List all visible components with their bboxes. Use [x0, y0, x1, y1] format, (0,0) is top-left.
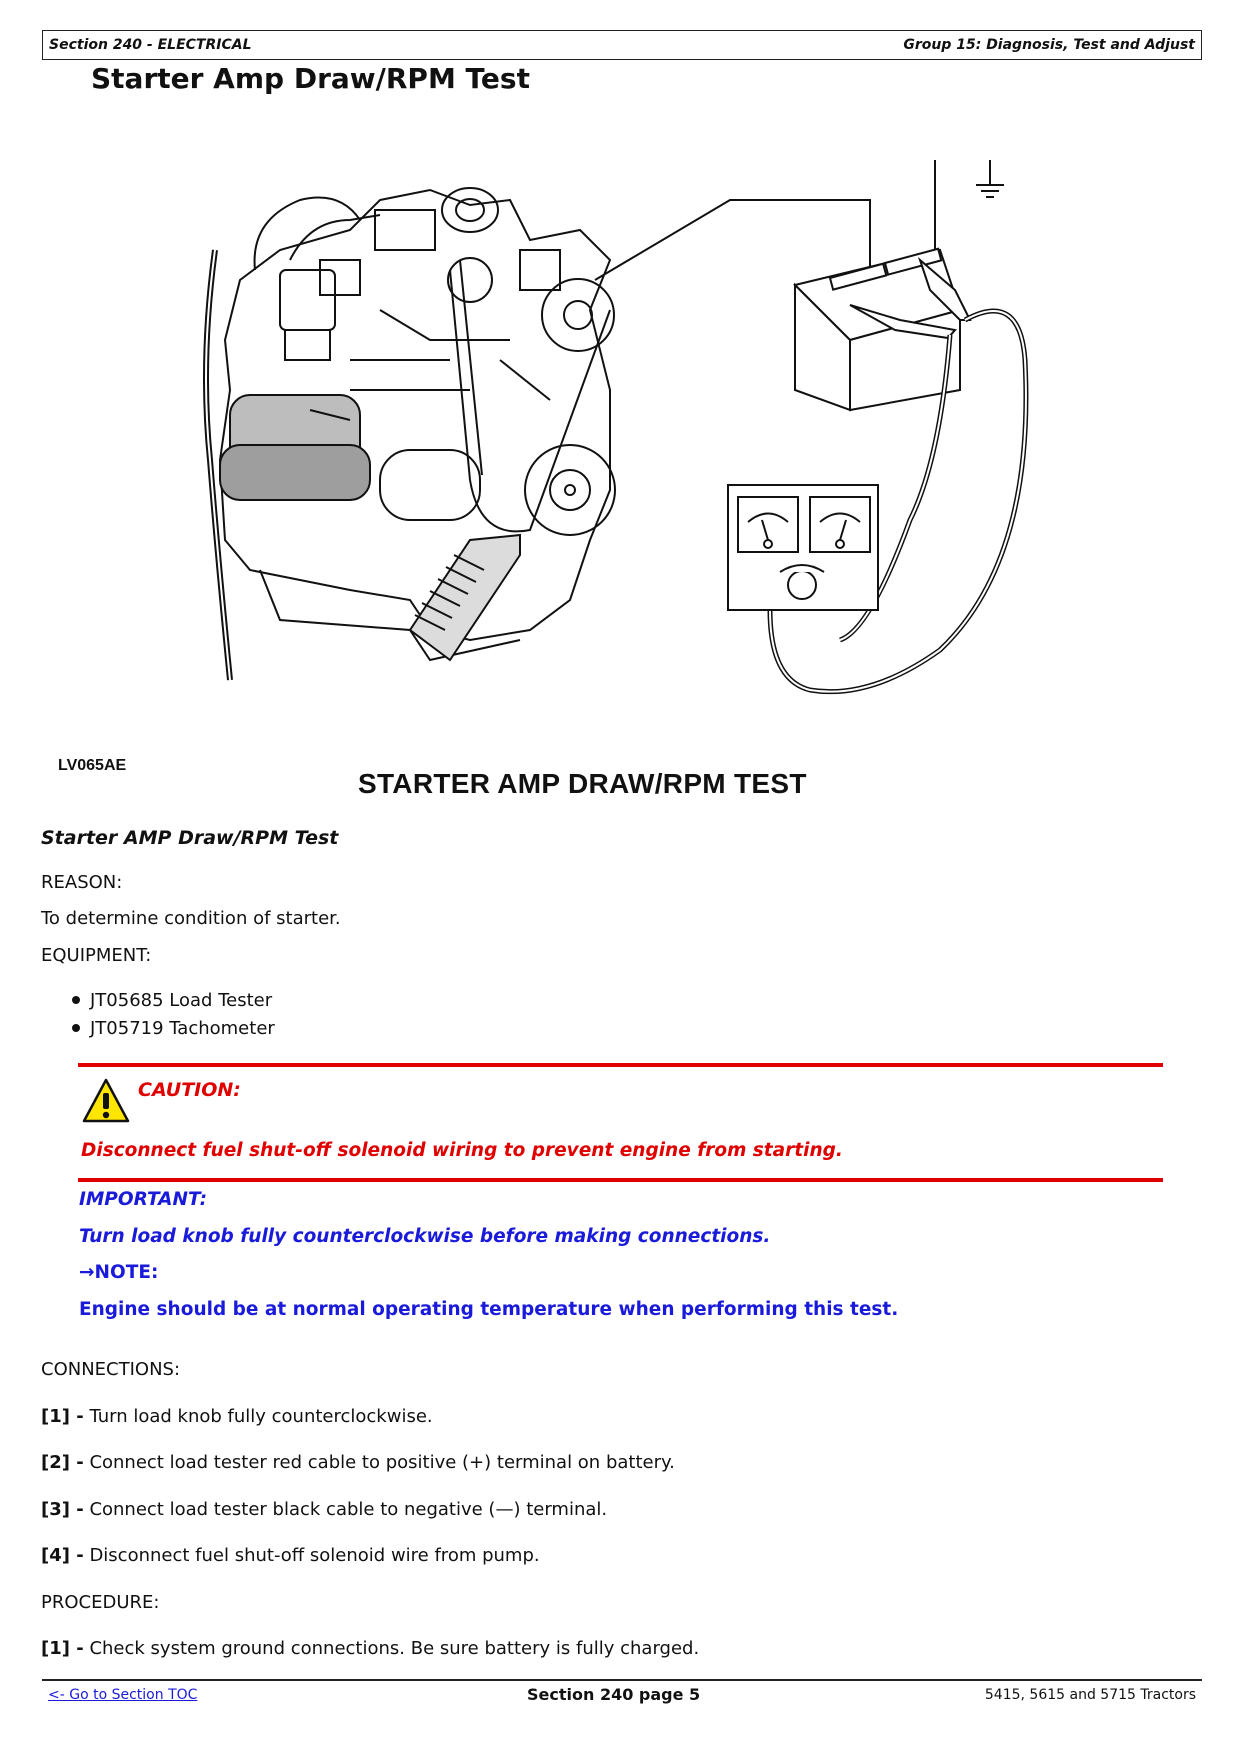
caution-top-rule	[78, 1063, 1163, 1067]
connections-label: CONNECTIONS:	[41, 1359, 181, 1380]
important-label: IMPORTANT:	[79, 1189, 207, 1210]
page-number: Section 240 page 5	[527, 1685, 701, 1704]
caution-text: Disconnect fuel shut-off solenoid wiring…	[81, 1140, 843, 1161]
caution-label: CAUTION:	[138, 1079, 241, 1101]
section-subheading: Starter AMP Draw/RPM Test	[41, 827, 339, 849]
reason-label: REASON:	[41, 872, 123, 893]
note-label: →NOTE:	[79, 1262, 159, 1283]
connection-step: [1] - Turn load knob fully counterclockw…	[41, 1406, 433, 1427]
warning-triangle-icon	[82, 1078, 130, 1123]
procedure-step: [1] - Check system ground connections. B…	[41, 1638, 700, 1659]
list-item: JT05719 Tachometer	[72, 1014, 275, 1042]
caution-bottom-rule	[78, 1178, 1163, 1182]
header-group: Group 15: Diagnosis, Test and Adjust	[903, 37, 1195, 53]
figure-caption: STARTER AMP DRAW/RPM TEST	[358, 768, 807, 799]
connection-step: [2] - Connect load tester red cable to p…	[41, 1452, 675, 1473]
figure-id: LV065AE	[58, 757, 127, 774]
important-text: Turn load knob fully counterclockwise be…	[79, 1226, 771, 1247]
section-toc-link[interactable]: <- Go to Section TOC	[48, 1687, 198, 1703]
footer-rule	[42, 1679, 1202, 1681]
equipment-label: EQUIPMENT:	[41, 945, 152, 966]
bullet-icon	[72, 996, 80, 1004]
ground-symbol-icon	[934, 160, 1004, 280]
equipment-list: JT05685 Load Tester JT05719 Tachometer	[72, 986, 275, 1042]
bullet-icon	[72, 1024, 80, 1032]
engine-test-illustration	[203, 160, 1029, 695]
reason-text: To determine condition of starter.	[41, 908, 341, 929]
page-header: Section 240 - ELECTRICAL Group 15: Diagn…	[42, 30, 1202, 60]
footer-models: 5415, 5615 and 5715 Tractors	[984, 1687, 1196, 1703]
page-title: Starter Amp Draw/RPM Test	[91, 62, 530, 95]
list-item: JT05685 Load Tester	[72, 986, 275, 1014]
connection-step: [4] - Disconnect fuel shut-off solenoid …	[41, 1545, 540, 1566]
procedure-label: PROCEDURE:	[41, 1592, 160, 1613]
header-section: Section 240 - ELECTRICAL	[49, 37, 252, 53]
note-text: Engine should be at normal operating tem…	[79, 1299, 899, 1320]
connection-step: [3] - Connect load tester black cable to…	[41, 1499, 608, 1520]
